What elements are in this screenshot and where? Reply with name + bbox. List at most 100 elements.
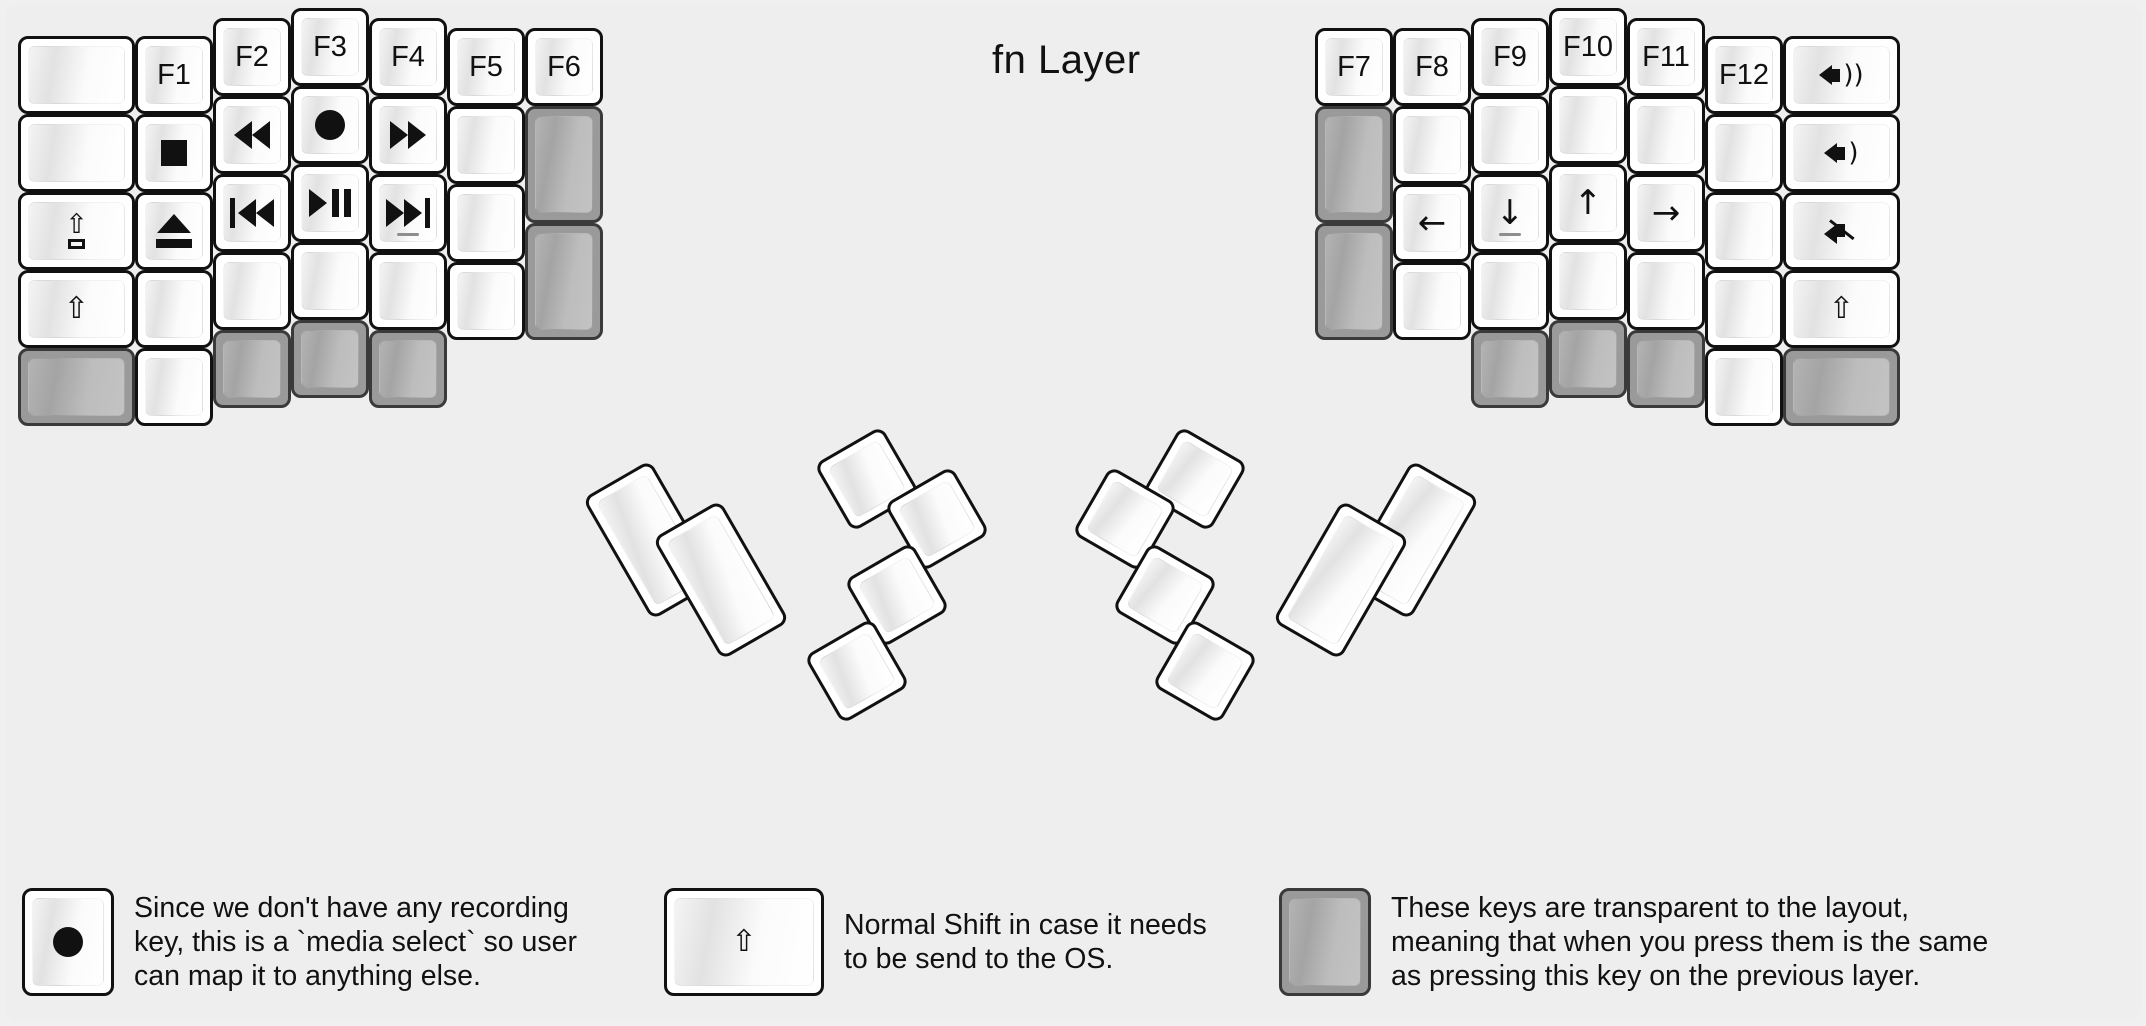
key-blank-r4c2[interactable]: [135, 270, 213, 348]
key-media-stop[interactable]: [135, 114, 213, 192]
legend-media-select: Since we don't have any recording key, t…: [22, 888, 577, 996]
keycap-surface: [1715, 202, 1773, 260]
keycap-surface: [1481, 106, 1539, 164]
key-blank-r3c12[interactable]: [1705, 192, 1783, 270]
key-f2[interactable]: F2: [213, 18, 291, 96]
key-arrow-left[interactable]: ←: [1393, 184, 1471, 262]
key-media-play-pause[interactable]: [291, 164, 369, 242]
key-transparent-r-tall-1[interactable]: [1315, 106, 1393, 223]
key-blank-r4c9[interactable]: [1471, 252, 1549, 330]
key-label: F11: [1642, 40, 1690, 73]
key-shift-left[interactable]: ⇧: [18, 270, 135, 348]
key-caps-lock[interactable]: ⇧: [18, 192, 135, 270]
keycap-surface: F7: [1325, 38, 1383, 96]
key-f5[interactable]: F5: [447, 28, 525, 106]
key-media-eject[interactable]: [135, 192, 213, 270]
key-blank-r2c8[interactable]: [1393, 106, 1471, 184]
key-transparent-r5c13[interactable]: [1783, 348, 1900, 426]
shift-arrow-icon: ⇧: [1828, 291, 1855, 326]
keycap-surface: ↓: [1481, 184, 1539, 242]
key-f3[interactable]: F3: [291, 8, 369, 86]
keycap-surface: ⇧: [28, 202, 125, 260]
key-transparent-r5c1[interactable]: [18, 348, 135, 426]
key-transparent-r5c11[interactable]: [1627, 330, 1705, 408]
key-f10[interactable]: F10: [1549, 8, 1627, 86]
key-blank-r5c2[interactable]: [135, 348, 213, 426]
keycap-surface: [223, 184, 281, 242]
key-f8[interactable]: F8: [1393, 28, 1471, 106]
key-transparent-r5c10[interactable]: [1549, 320, 1627, 398]
keycap-surface: [223, 262, 281, 320]
key-blank-r4c6[interactable]: [447, 262, 525, 340]
key-blank-r5c12[interactable]: [1705, 348, 1783, 426]
key-f9[interactable]: F9: [1471, 18, 1549, 96]
key-transparent-r5c4[interactable]: [291, 320, 369, 398]
arrow-right-icon: →: [1651, 193, 1681, 233]
keycap-surface: [145, 202, 203, 260]
keycap-surface: →: [1637, 184, 1695, 242]
key-blank-r4c11[interactable]: [1627, 252, 1705, 330]
keycap-surface: [1559, 96, 1617, 154]
key-transparent-tall-2[interactable]: [525, 223, 603, 340]
key-volume-mute[interactable]: [1783, 192, 1900, 270]
keycap-surface: F3: [301, 18, 359, 76]
key-volume-up[interactable]: )): [1783, 36, 1900, 114]
legend-description: Since we don't have any recording key, t…: [134, 891, 577, 993]
legend-normal-shift-sample-key: ⇧: [664, 888, 824, 996]
key-transparent-r5c9[interactable]: [1471, 330, 1549, 408]
key-media-next-track[interactable]: [369, 174, 447, 252]
key-shift-right[interactable]: ⇧: [1783, 270, 1900, 348]
keycap-surface: [301, 252, 359, 310]
key-media-record[interactable]: [291, 86, 369, 164]
keycap-surface: F8: [1403, 38, 1461, 96]
key-f4[interactable]: F4: [369, 18, 447, 96]
key-blank-r4c4[interactable]: [291, 242, 369, 320]
key-blank-r4c8[interactable]: [1393, 262, 1471, 340]
key-arrow-right[interactable]: →: [1627, 174, 1705, 252]
keycap-surface: F9: [1481, 28, 1539, 86]
key-blank-r4c12[interactable]: [1705, 270, 1783, 348]
key-arrow-up[interactable]: ↑: [1549, 164, 1627, 242]
media-play-pause-icon: [309, 189, 351, 217]
key-transparent-tall-1[interactable]: [525, 106, 603, 223]
key-media-fast-forward[interactable]: [369, 96, 447, 174]
key-media-rewind[interactable]: [213, 96, 291, 174]
key-transparent-r5c3[interactable]: [213, 330, 291, 408]
keycap-surface: ⇧: [1793, 280, 1890, 338]
media-eject-icon: [156, 214, 192, 248]
key-blank-r1c1[interactable]: [18, 36, 135, 114]
page-title: fn Layer: [992, 38, 1141, 82]
legend-media-select-sample-key: [22, 888, 114, 996]
key-blank-r2c9[interactable]: [1471, 96, 1549, 174]
key-label: F8: [1415, 50, 1449, 83]
key-blank-r4c3[interactable]: [213, 252, 291, 330]
key-blank-r2c12[interactable]: [1705, 114, 1783, 192]
key-f12[interactable]: F12: [1705, 36, 1783, 114]
media-record-icon: [53, 927, 83, 957]
keycap-surface: [457, 116, 515, 174]
key-blank-r3c6[interactable]: [447, 184, 525, 262]
key-volume-down[interactable]: ): [1783, 114, 1900, 192]
keycap-surface: [1325, 116, 1383, 213]
key-transparent-r-tall-2[interactable]: [1315, 223, 1393, 340]
keycap-surface: [1793, 202, 1890, 260]
key-f1[interactable]: F1: [135, 36, 213, 114]
key-blank-r2c11[interactable]: [1627, 96, 1705, 174]
keycap-surface: [223, 340, 281, 398]
key-arrow-down[interactable]: ↓: [1471, 174, 1549, 252]
legend-description: Normal Shift in case it needs to be send…: [844, 908, 1207, 975]
key-blank-r2c6[interactable]: [447, 106, 525, 184]
key-transparent-r5c5[interactable]: [369, 330, 447, 408]
key-f6[interactable]: F6: [525, 28, 603, 106]
key-blank-r2c1[interactable]: [18, 114, 135, 192]
key-media-prev-track[interactable]: [213, 174, 291, 252]
keycap-surface: [1289, 898, 1361, 986]
shift-arrow-icon: ⇧: [63, 291, 90, 326]
key-blank-r4c5[interactable]: [369, 252, 447, 330]
key-f7[interactable]: F7: [1315, 28, 1393, 106]
key-blank-r4c10[interactable]: [1549, 242, 1627, 320]
key-f11[interactable]: F11: [1627, 18, 1705, 96]
key-blank-r2c10[interactable]: [1549, 86, 1627, 164]
arrow-left-icon: ←: [1417, 203, 1447, 243]
